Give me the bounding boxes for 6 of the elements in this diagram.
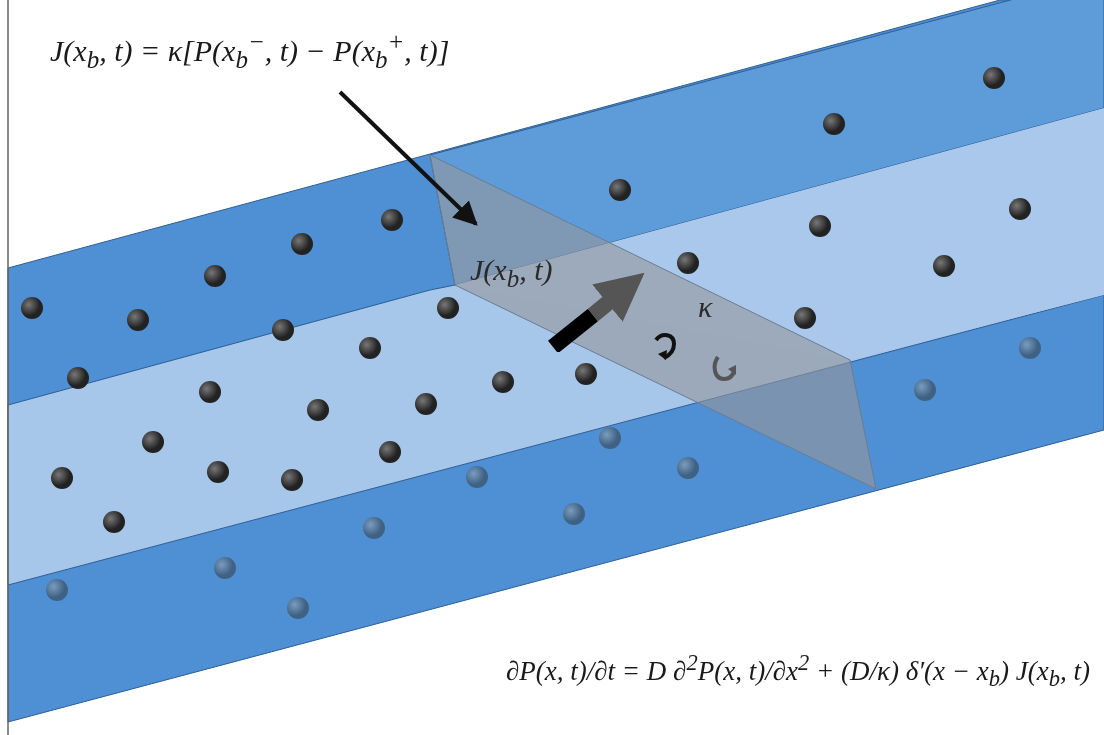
barrier-membrane: [430, 155, 876, 489]
diffusion-equation: ∂P(x, t)/∂t = D ∂$^{2}$P(x, t)/∂x$^{2}$ + (D/κ) δ′(x − x$_{b}$) J(x$_{b}$, t): [505, 650, 1090, 693]
flux-label: J(x$_{b}$, t): [470, 253, 553, 293]
equation: J(x$_{b}$, t) = κ[P(x$_{b}$$^{−}$, t) − P(x$_{b}$$^{+}$, t)]: [50, 28, 450, 74]
leader-arrow: [338, 90, 478, 226]
rate-label: κ: [698, 290, 713, 324]
